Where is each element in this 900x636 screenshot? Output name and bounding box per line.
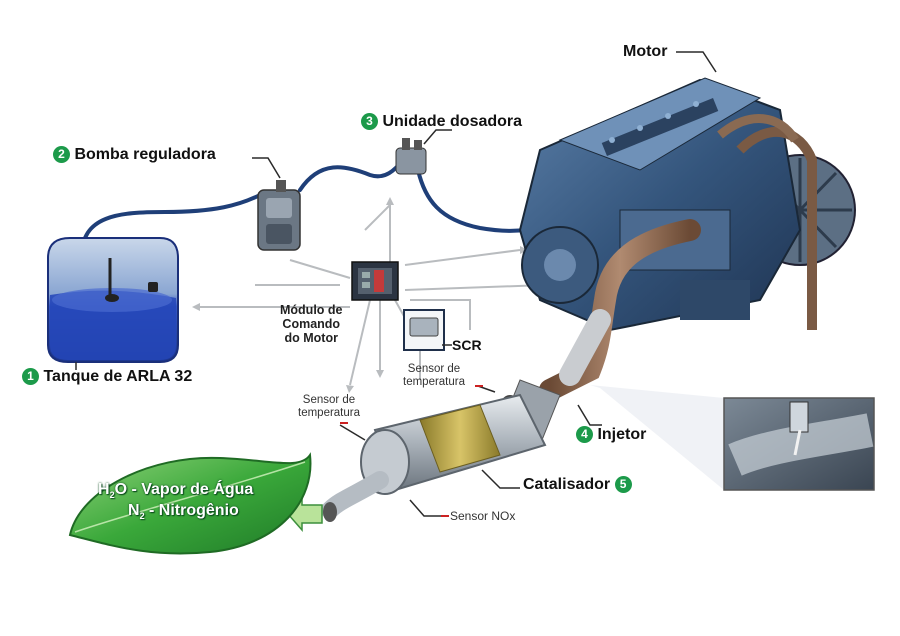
engine [518, 77, 856, 332]
label-motor: Motor [623, 43, 668, 60]
injetor-text: Injetor [597, 426, 647, 443]
sensor-temp-1-line-2: temperatura [403, 376, 466, 388]
modulo-line-2: Comando [282, 317, 341, 331]
label-sensor-temperatura-2: Sensor de temperatura [298, 394, 360, 420]
leaf-water-text: O - Vapor de Água [114, 481, 254, 498]
catalisador-text: Catalisador [523, 476, 611, 493]
leaf-n-sub: 2 [139, 511, 145, 522]
leaf-n: N [128, 502, 140, 519]
sensor-temp-2-line-2: temperatura [298, 407, 361, 419]
tanque-text: Tanque de ARLA 32 [43, 368, 193, 385]
label-bomba-reguladora: 2 Bomba reguladora [53, 146, 216, 164]
label-unidade-dosadora: 3 Unidade dosadora [361, 113, 522, 131]
arla-tank [47, 237, 179, 363]
ecu-module [351, 261, 399, 301]
dosing-unit [395, 138, 427, 175]
leaf [68, 452, 312, 555]
step-4-badge: 4 [576, 426, 593, 444]
leaf-line-nitrogen: N2 - Nitrogênio [128, 502, 239, 521]
label-sensor-nox: Sensor NOx [450, 509, 516, 523]
leaf-h-sub: 2 [109, 490, 115, 501]
step-1-badge: 1 [22, 368, 39, 386]
sensor-temp-2-line-1: Sensor de [302, 394, 356, 406]
muffler [321, 379, 561, 522]
label-sensor-temperatura-1: Sensor de temperatura [403, 363, 465, 389]
label-catalisador: Catalisador 5 [523, 476, 632, 494]
exhaust-pipe [539, 219, 701, 401]
step-2-badge: 2 [53, 146, 70, 164]
bomba-reguladora-text: Bomba reguladora [74, 146, 216, 163]
unidade-dosadora-text: Unidade dosadora [382, 113, 523, 130]
pump [257, 180, 301, 251]
leader-lines [75, 51, 717, 517]
sensor-temp-1-line-1: Sensor de [407, 363, 461, 375]
step-5-badge: 5 [614, 476, 632, 494]
label-injetor: 4 Injetor [576, 426, 646, 444]
injector-inset [590, 385, 875, 491]
label-scr: SCR [452, 337, 482, 353]
leaf-h: H [98, 481, 110, 498]
modulo-line-3: do Motor [284, 331, 338, 345]
label-modulo-comando: Módulo de Comando do Motor [280, 303, 343, 345]
leaf-line-water: H2O - Vapor de Água [98, 481, 253, 500]
step-3-badge: 3 [361, 113, 378, 131]
scr-unit [403, 309, 445, 351]
modulo-line-1: Módulo de [280, 303, 343, 317]
leaf-nitrogen-text: - Nitrogênio [144, 502, 239, 519]
label-tanque: 1 Tanque de ARLA 32 [22, 368, 192, 386]
